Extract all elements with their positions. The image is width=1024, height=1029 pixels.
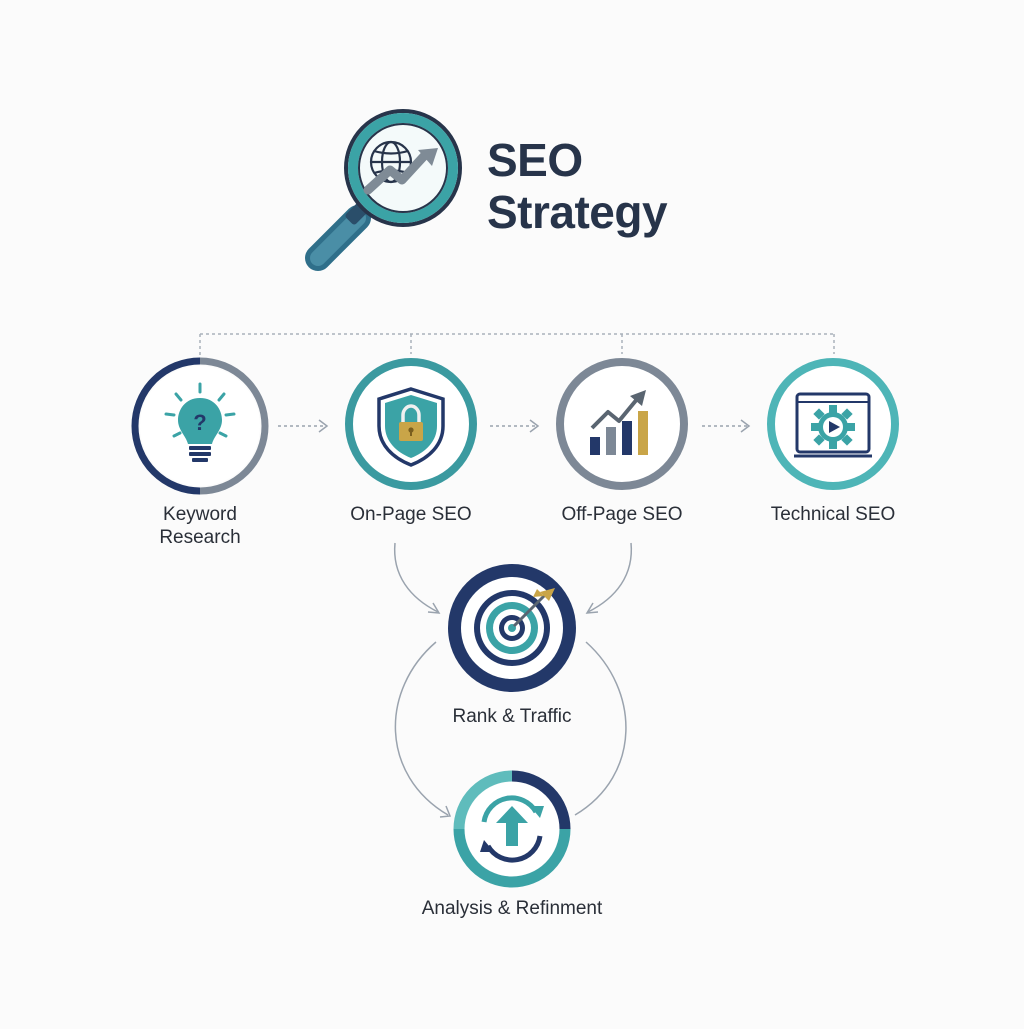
- node-on-page-seo: [345, 358, 477, 490]
- target-arrow-icon: [474, 588, 555, 666]
- bar-chart-growth-icon: [590, 390, 648, 455]
- svg-text:?: ?: [193, 410, 206, 435]
- label-on-page-seo: On-Page SEO: [350, 504, 472, 525]
- label-analysis-refinment: Analysis & Refinment: [421, 898, 603, 919]
- magnifier-globe-logo-icon: [305, 109, 462, 271]
- node-off-page-seo: [556, 358, 688, 490]
- label-rank-traffic: Rank & Traffic: [452, 706, 572, 727]
- node-analysis-refinment: [453, 770, 571, 888]
- title-line-2: Strategy: [487, 186, 668, 238]
- convergence-arrows: [393, 542, 633, 614]
- node-technical-seo: [767, 358, 899, 490]
- page-title: SEO Strategy: [487, 134, 668, 238]
- refresh-upload-icon: [480, 795, 544, 863]
- node-keyword-research: ?: [131, 357, 269, 495]
- label-line-2: Research: [159, 527, 241, 548]
- top-connector-lines: [199, 333, 835, 356]
- flow-arrows: [278, 419, 751, 433]
- label-keyword-research: Keyword Research: [140, 503, 260, 549]
- title-line-1: SEO: [487, 134, 583, 186]
- label-technical-seo: Technical SEO: [770, 504, 896, 525]
- feedback-loop-arrows: [394, 641, 627, 818]
- label-line-1: Keyword: [163, 504, 237, 525]
- label-off-page-seo: Off-Page SEO: [561, 504, 683, 525]
- lightbulb-question-icon: ?: [164, 382, 236, 462]
- node-rank-traffic: [448, 564, 576, 692]
- shield-lock-icon: [377, 387, 445, 467]
- browser-gear-play-icon: [794, 392, 872, 458]
